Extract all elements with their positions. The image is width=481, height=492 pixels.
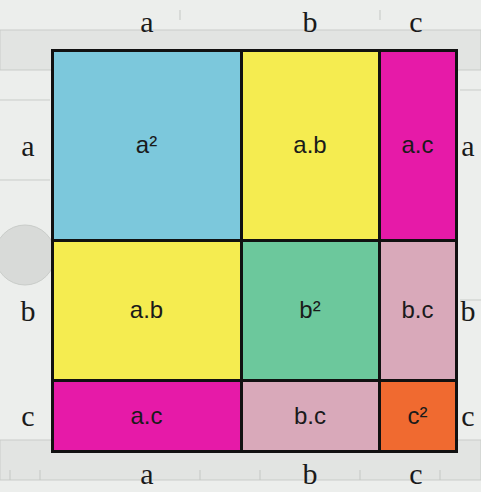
area-term: a.b	[130, 296, 163, 324]
side-length-label: c	[461, 399, 474, 433]
side-length-label: a	[140, 5, 153, 39]
area-term: b²	[299, 296, 320, 324]
side-length-label: a	[461, 129, 474, 163]
side-length-label: a	[21, 129, 34, 163]
area-rectangle: a.b	[51, 239, 243, 382]
area-term: a²	[136, 131, 157, 159]
area-term: b.c	[294, 402, 326, 430]
area-rectangle: a²	[51, 49, 243, 242]
area-rectangle: a.c	[378, 49, 458, 242]
area-rectangle: c²	[378, 379, 458, 453]
area-rectangle: a.b	[240, 49, 381, 242]
area-term: a.c	[130, 402, 162, 430]
area-term: b.c	[401, 296, 433, 324]
area-rectangle: b.c	[240, 379, 381, 453]
area-rectangle: b.c	[378, 239, 458, 382]
area-term: c²	[408, 402, 428, 430]
side-length-label: c	[409, 457, 422, 491]
side-length-label: c	[21, 399, 34, 433]
area-term: a.c	[401, 131, 433, 159]
side-length-label: b	[21, 294, 36, 328]
side-length-label: a	[140, 457, 153, 491]
side-length-label: b	[303, 457, 318, 491]
area-term: a.b	[293, 131, 326, 159]
side-length-label: b	[303, 5, 318, 39]
side-length-label: b	[461, 294, 476, 328]
side-length-label: c	[409, 5, 422, 39]
area-rectangle: a.c	[51, 379, 243, 453]
area-rectangle: b²	[240, 239, 381, 382]
